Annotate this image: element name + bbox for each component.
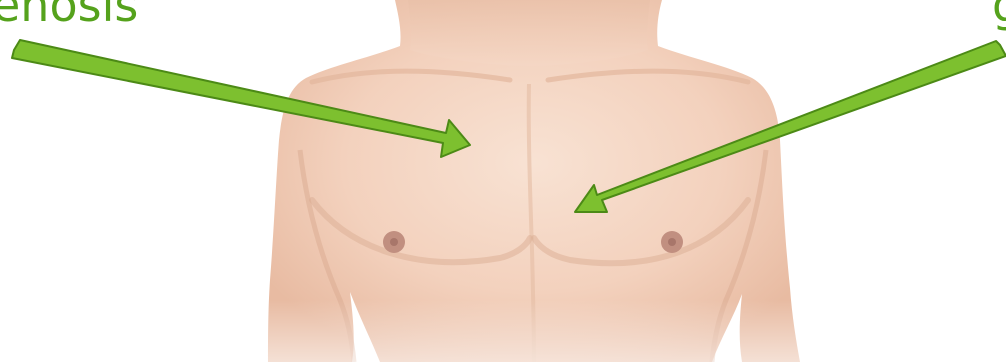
left-label: enosis: [0, 0, 138, 28]
right-nipple-center: [668, 238, 676, 246]
neck: [408, 0, 650, 66]
torso-illustration: [260, 0, 820, 362]
bottom-fade: [260, 300, 820, 362]
left-nipple-center: [390, 238, 398, 246]
right-label: g: [992, 0, 1006, 28]
